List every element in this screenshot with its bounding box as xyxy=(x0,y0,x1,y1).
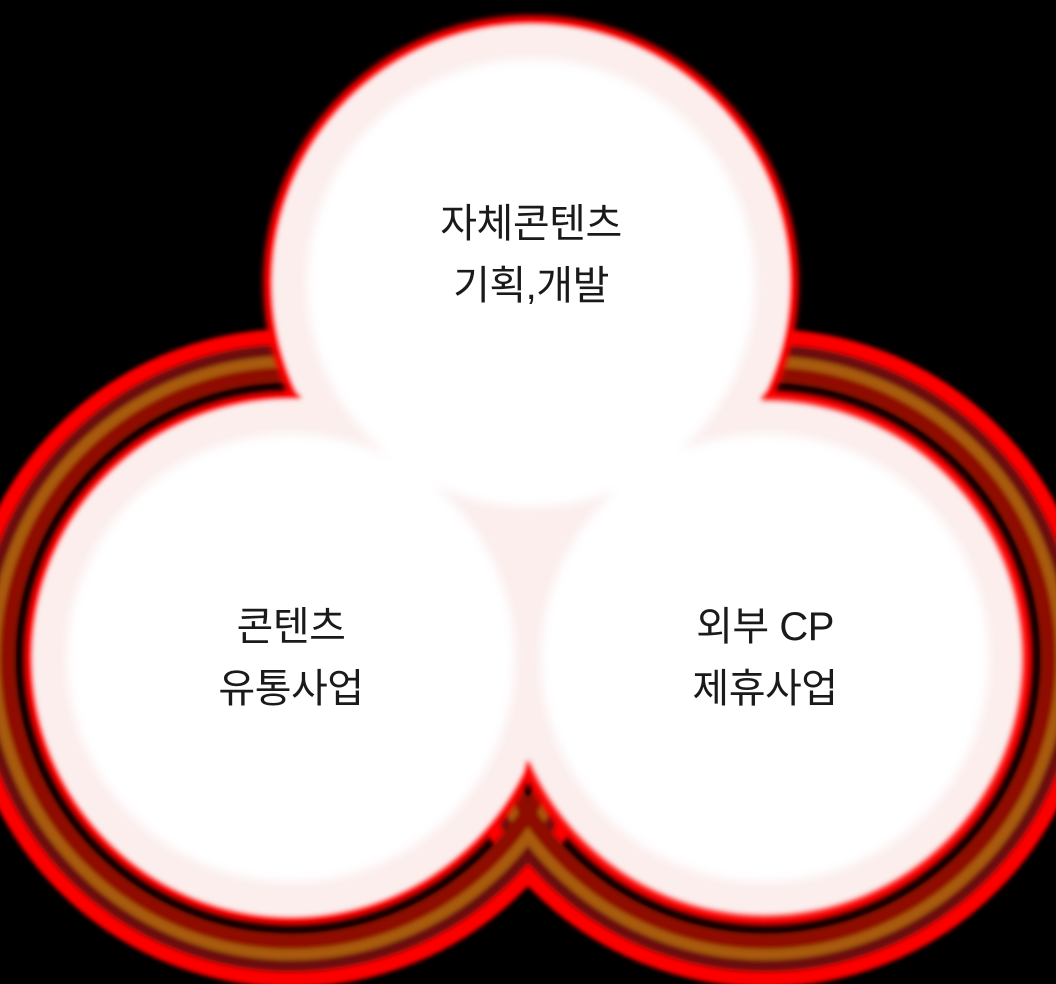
node-circle-distribution[interactable] xyxy=(67,434,515,882)
node-circle-group xyxy=(67,59,989,882)
node-circle-external-cp[interactable] xyxy=(541,434,989,882)
node-circle-self-content[interactable] xyxy=(307,59,755,507)
